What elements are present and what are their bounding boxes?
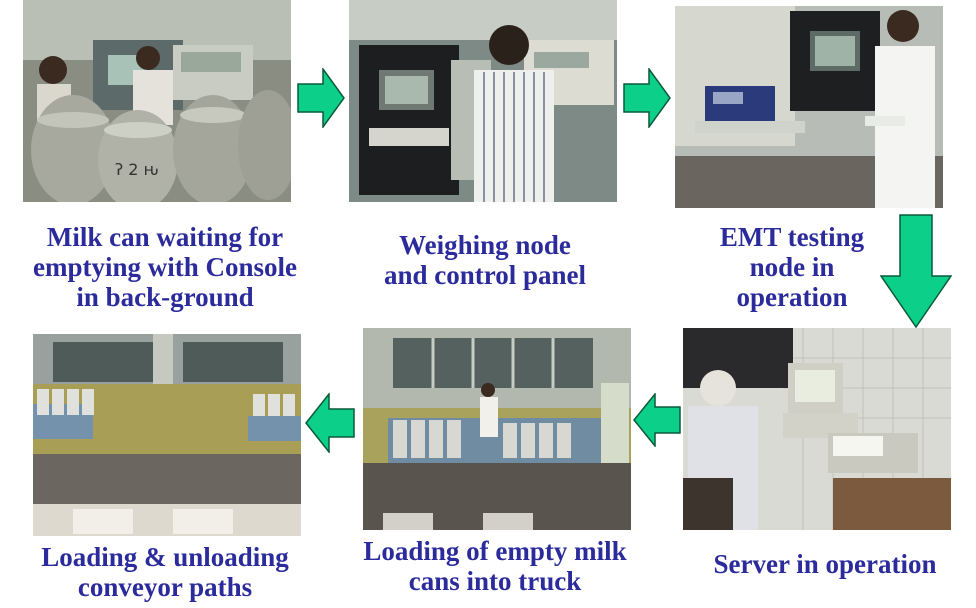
caption-line: Milk can waiting for xyxy=(46,222,284,252)
caption-line: node in xyxy=(749,252,835,282)
photo-emt-testing-node xyxy=(675,6,943,208)
arrow-step5-to-step6 xyxy=(305,393,355,453)
caption-line: Weighing node xyxy=(399,230,571,260)
caption-line: Server in operation xyxy=(713,549,937,579)
photo-loading-empty-cans xyxy=(363,328,631,530)
arrow-step1-to-step2 xyxy=(297,68,345,128)
photo-server-in-operation xyxy=(683,328,951,530)
caption-line: operation xyxy=(736,282,848,312)
arrow-step4-to-step5 xyxy=(633,393,681,447)
photo-weighing-node xyxy=(349,0,617,202)
caption-line: Loading of empty milk xyxy=(363,536,627,566)
arrow-step2-to-step3 xyxy=(623,68,671,128)
caption-line: in back-ground xyxy=(76,282,254,312)
arrow-step3-to-step4 xyxy=(880,214,952,328)
caption-line: EMT testing xyxy=(719,222,865,252)
caption-server-in-operation: Server in operation xyxy=(680,549,970,579)
caption-line: Loading & unloading xyxy=(41,542,289,572)
caption-milk-can-waiting: Milk can waiting for emptying with Conso… xyxy=(10,222,320,312)
caption-line: emptying with Console xyxy=(32,252,297,282)
caption-emt-testing-node: EMT testing node in operation xyxy=(672,222,912,312)
caption-weighing-node: Weighing node and control panel xyxy=(340,230,630,290)
caption-loading-empty-cans: Loading of empty milk cans into truck xyxy=(330,536,660,596)
svg-text:ʔ 2 ԋ: ʔ 2 ԋ xyxy=(115,160,159,179)
caption-line: and control panel xyxy=(383,260,587,290)
photo-conveyor-paths xyxy=(33,334,301,536)
caption-line: cans into truck xyxy=(408,566,582,596)
caption-line: conveyor paths xyxy=(77,572,253,602)
caption-conveyor-paths: Loading & unloading conveyor paths xyxy=(5,542,325,602)
photo-milk-can-console: ʔ 2 ԋ xyxy=(23,0,291,202)
